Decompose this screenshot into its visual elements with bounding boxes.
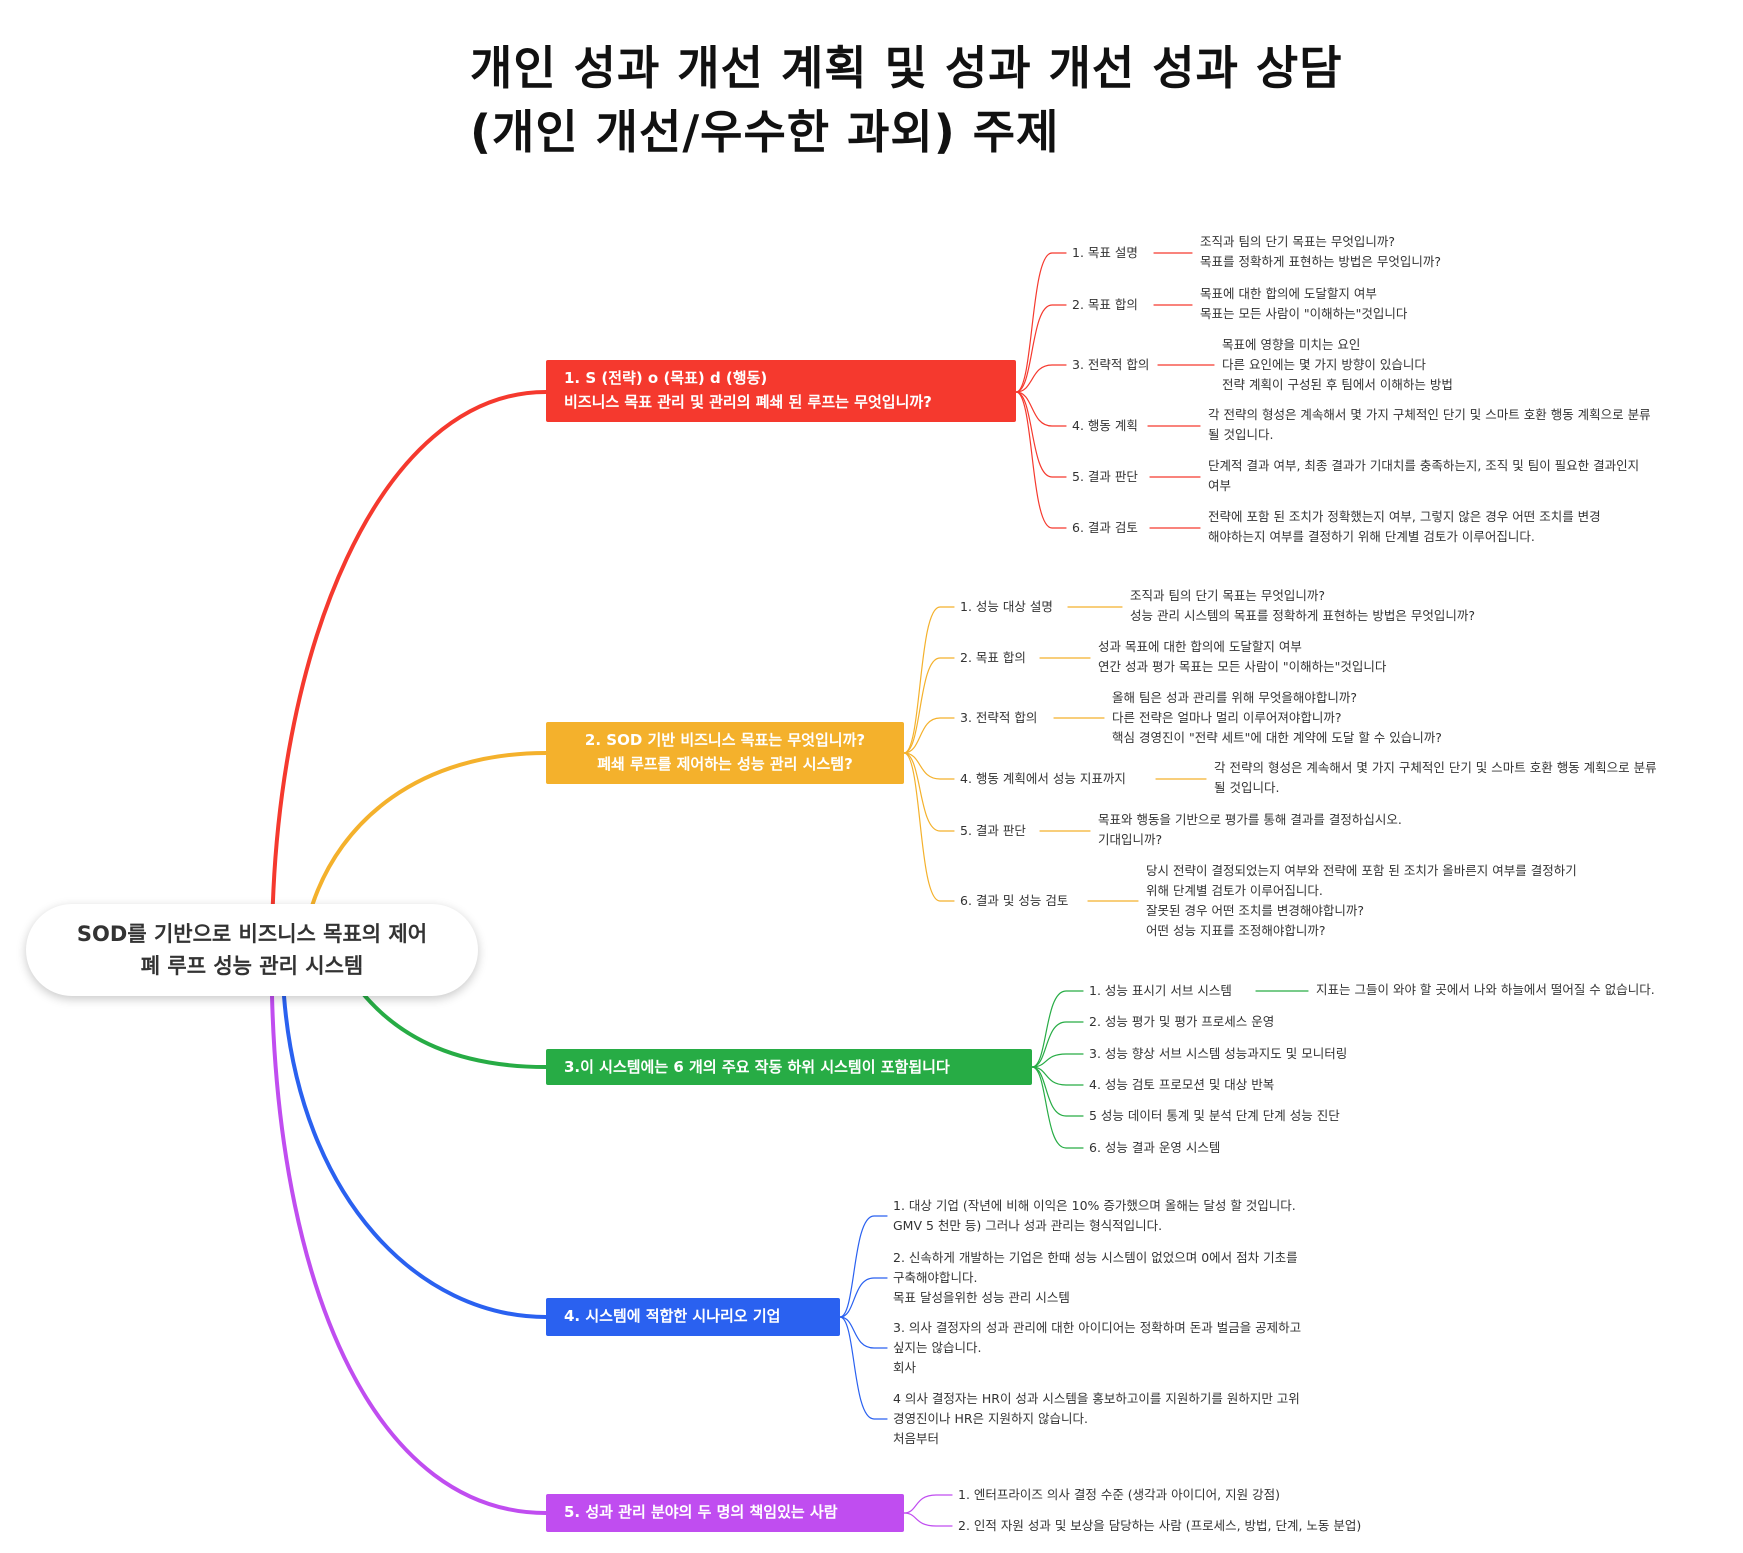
branch-2-sub-4-detail: 각 전략의 형성은 계속해서 몇 가지 구체적인 단기 및 스마트 호환 행동 … xyxy=(1214,760,1657,795)
connector-b5-sub-1 xyxy=(903,1494,953,1514)
branch-3-sub-4[interactable]: 4. 성능 검토 프로모션 및 대상 반복 xyxy=(1089,1077,1275,1092)
connector-b2-sub-3 xyxy=(903,717,955,754)
title-line-2: (개인 개선/우수한 과외) 주제 xyxy=(470,105,1060,159)
branch-5-sub-1[interactable]: 1. 엔터프라이즈 의사 결정 수준 (생각과 아이디어, 지원 강점) xyxy=(958,1487,1280,1502)
connector-root-branch-5 xyxy=(270,994,548,1515)
title-line-1: 개인 성과 개선 계획 및 성과 개선 성과 상담 xyxy=(470,41,1343,95)
branch-5-line-1: 5. 성과 관리 분야의 두 명의 책임있는 사람 xyxy=(564,1503,838,1521)
branch-4-sub-2[interactable]: 2. 신속하게 개발하는 기업은 한때 성능 시스템이 없었으며 0에서 점차 … xyxy=(893,1250,1298,1305)
branch-3-sub-6[interactable]: 6. 성능 결과 운영 시스템 xyxy=(1089,1140,1221,1155)
central-topic-line-2: 폐 루프 성능 관리 시스템 xyxy=(140,954,364,978)
connector-b2-sub-2 xyxy=(903,657,955,754)
branch-1-sub-4[interactable]: 4. 행동 계획 xyxy=(1072,418,1138,433)
connector-b3-sub-6 xyxy=(1031,1066,1084,1149)
connector-b4-sub-4 xyxy=(839,1316,888,1420)
central-topic-line-1: SOD를 기반으로 비즈니스 목표의 제어 xyxy=(76,922,428,946)
branch-1-sub-5-detail: 단계적 결과 여부, 최종 결과가 기대치를 충족하는지, 조직 및 팀이 필요… xyxy=(1208,458,1640,493)
branch-4-line-1: 4. 시스템에 적합한 시나리오 기업 xyxy=(564,1307,781,1325)
branch-1-sub-1-detail: 조직과 팀의 단기 목표는 무엇입니까? 목표를 정확하게 표현하는 방법은 무… xyxy=(1200,234,1442,269)
connector-b2-sub-5 xyxy=(903,752,955,832)
connector-root-branch-2 xyxy=(310,751,548,908)
connector-b1-sub-4 xyxy=(1015,391,1067,427)
branch-5-topic[interactable]: 5. 성과 관리 분야의 두 명의 책임있는 사람 xyxy=(546,1494,904,1532)
connector-b4-sub-2 xyxy=(839,1277,888,1318)
branch-1-sub-3-detail: 목표에 영향을 미치는 요인 다른 요인에는 몇 가지 방향이 있습니다 전략 … xyxy=(1222,337,1453,392)
branch-3-sub-1-detail: 지표는 그들이 와야 할 곳에서 나와 하늘에서 떨어질 수 없습니다. xyxy=(1316,982,1655,997)
branch-3-sub-5[interactable]: 5 성능 데이터 통계 및 분석 단계 단계 성능 진단 xyxy=(1089,1108,1340,1123)
branch-3-sub-2[interactable]: 2. 성능 평가 및 평가 프로세스 운영 xyxy=(1089,1014,1275,1029)
branch-2-sub-6-detail: 당시 전략이 결정되었는지 여부와 전략에 포함 된 조치가 올바른지 여부를 … xyxy=(1146,863,1577,938)
branch-4-sub-3[interactable]: 3. 의사 결정자의 성과 관리에 대한 아이디어는 정확하며 돈과 벌금을 공… xyxy=(893,1320,1302,1375)
branch-5-sub-2[interactable]: 2. 인적 자원 성과 및 보상을 담당하는 사람 (프로세스, 방법, 단계,… xyxy=(958,1518,1362,1533)
connector-b3-sub-5 xyxy=(1031,1066,1084,1117)
connector-b4-sub-1 xyxy=(839,1215,888,1318)
branch-1-sub-4-detail: 각 전략의 형성은 계속해서 몇 가지 구체적인 단기 및 스마트 호환 행동 … xyxy=(1208,407,1651,442)
connector-b3-sub-1 xyxy=(1031,990,1084,1068)
connector-b2-sub-4 xyxy=(903,752,955,780)
branch-1-line-2: 비즈니스 목표 관리 및 관리의 폐쇄 된 루프는 무엇입니까? xyxy=(564,393,932,411)
branch-2-sub-3-detail: 올해 팀은 성과 관리를 위해 무엇을해야합니까? 다른 전략은 얼마나 멀리 … xyxy=(1112,690,1442,745)
branch-1-sub-2[interactable]: 2. 목표 합의 xyxy=(1072,297,1138,312)
connector-b1-sub-6 xyxy=(1015,391,1067,529)
branch-3-sub-1[interactable]: 1. 성능 표시기 서브 시스템 xyxy=(1089,983,1232,998)
connector-b3-sub-3 xyxy=(1031,1053,1084,1068)
branch-1-sub-3[interactable]: 3. 전략적 합의 xyxy=(1072,357,1150,372)
connector-b3-sub-4 xyxy=(1031,1066,1084,1086)
connector-b2-sub-1 xyxy=(903,606,955,754)
connector-b1-sub-3 xyxy=(1015,364,1067,393)
branch-2-sub-1[interactable]: 1. 성능 대상 설명 xyxy=(960,599,1053,614)
connector-root-branch-1 xyxy=(270,390,548,952)
branch-1-topic[interactable]: 1. S (전략) o (목표) d (행동) 비즈니스 목표 관리 및 관리의… xyxy=(546,360,1016,422)
branch-2-sub-2[interactable]: 2. 목표 합의 xyxy=(960,650,1026,665)
branch-2-sub-5[interactable]: 5. 결과 판단 xyxy=(960,823,1026,838)
branch-2-line-2: 폐쇄 루프를 제어하는 성능 관리 시스템? xyxy=(597,755,853,773)
branch-4-sub-1[interactable]: 1. 대상 기업 (작년에 비해 이익은 10% 증가했으며 올해는 달성 할 … xyxy=(893,1198,1296,1233)
connector-b4-sub-3 xyxy=(839,1316,888,1349)
central-topic[interactable]: SOD를 기반으로 비즈니스 목표의 제어 폐 루프 성능 관리 시스템 xyxy=(26,904,478,996)
connector-root-branch-4 xyxy=(282,994,548,1319)
branch-1-sub-6-detail: 전략에 포함 된 조치가 정확했는지 여부, 그렇지 않은 경우 어떤 조치를 … xyxy=(1208,509,1601,544)
branch-1-sub-5[interactable]: 5. 결과 판단 xyxy=(1072,469,1138,484)
branch-1-sub-2-detail: 목표에 대한 합의에 도달할지 여부 목표는 모든 사람이 "이해하는"것입니다 xyxy=(1200,286,1408,321)
connector-b1-sub-1 xyxy=(1015,252,1067,393)
branch-1-sub-6[interactable]: 6. 결과 검토 xyxy=(1072,520,1138,535)
connector-b1-sub-5 xyxy=(1015,391,1067,478)
branch-2-line-1: 2. SOD 기반 비즈니스 목표는 무엇입니까? xyxy=(584,731,866,749)
page-title: 개인 성과 개선 계획 및 성과 개선 성과 상담 (개인 개선/우수한 과외)… xyxy=(470,36,1470,164)
branch-1-sub-1[interactable]: 1. 목표 설명 xyxy=(1072,245,1138,260)
branch-3-topic[interactable]: 3.이 시스템에는 6 개의 주요 작동 하위 시스템이 포함됩니다 xyxy=(546,1049,1032,1085)
connector-b1-sub-2 xyxy=(1015,304,1067,393)
connector-b3-sub-2 xyxy=(1031,1021,1084,1068)
branch-2-sub-5-detail: 목표와 행동을 기반으로 평가를 통해 결과를 결정하십시오. 기대입니까? xyxy=(1098,812,1402,847)
branch-2-sub-2-detail: 성과 목표에 대한 합의에 도달할지 여부 연간 성과 평가 목표는 모든 사람… xyxy=(1098,639,1387,674)
branch-4-topic[interactable]: 4. 시스템에 적합한 시나리오 기업 xyxy=(546,1298,840,1336)
connector-b2-sub-6 xyxy=(903,752,955,902)
branch-2-sub-3[interactable]: 3. 전략적 합의 xyxy=(960,710,1038,725)
branch-3-sub-3[interactable]: 3. 성능 향상 서브 시스템 성능과지도 및 모니터링 xyxy=(1089,1046,1348,1061)
branch-2-sub-1-detail: 조직과 팀의 단기 목표는 무엇입니까? 성능 관리 시스템의 목표를 정확하게… xyxy=(1130,588,1475,623)
connector-root-branch-3 xyxy=(358,988,548,1069)
branch-2-sub-4[interactable]: 4. 행동 계획에서 성능 지표까지 xyxy=(960,771,1126,786)
connector-b5-sub-2 xyxy=(903,1512,953,1527)
branch-3-line-1: 3.이 시스템에는 6 개의 주요 작동 하위 시스템이 포함됩니다 xyxy=(564,1058,950,1076)
branch-4-sub-4[interactable]: 4 의사 결정자는 HR이 성과 시스템을 홍보하고이를 지원하기를 원하지만 … xyxy=(893,1391,1300,1446)
branch-1-line-1: 1. S (전략) o (목표) d (행동) xyxy=(564,369,768,387)
branch-2-topic[interactable]: 2. SOD 기반 비즈니스 목표는 무엇입니까? 폐쇄 루프를 제어하는 성능… xyxy=(546,722,904,784)
branch-2-sub-6[interactable]: 6. 결과 및 성능 검토 xyxy=(960,893,1069,908)
